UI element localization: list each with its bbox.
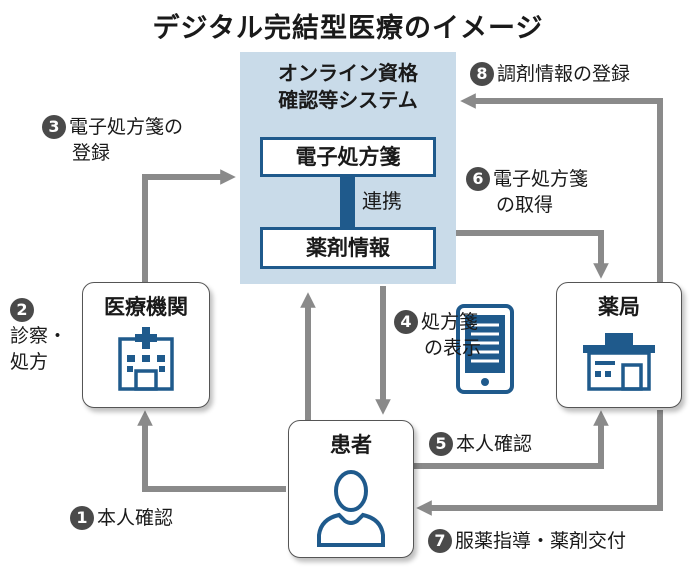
step8-text: 調剤情報の登録: [497, 63, 631, 85]
step8-badge: 8: [470, 62, 494, 86]
drug-info-box: 薬剤情報: [260, 227, 436, 269]
system-title: オンライン資格 確認等システム: [240, 60, 456, 114]
link-label: 連携: [362, 189, 402, 213]
clinic-label: 医療機関: [104, 295, 188, 319]
step7-badge: 7: [428, 529, 452, 553]
step6-badge: 6: [466, 167, 490, 191]
step4-badge: 4: [394, 310, 418, 334]
smartphone-icon: [456, 304, 514, 394]
step7-text: 服薬指導・薬剤交付: [455, 530, 627, 552]
link-connector: [340, 177, 355, 227]
pharmacy-label: 薬局: [598, 295, 640, 319]
arrow-step7: [416, 410, 663, 516]
patient-label: 患者: [330, 433, 372, 457]
arrow-step1: [137, 410, 286, 492]
step1-text: 本人確認: [97, 507, 174, 529]
step6-text-line2: の取得: [496, 194, 554, 216]
step6-text-line1: 電子処方箋: [493, 168, 589, 190]
step3-text-line2: 登録: [72, 142, 111, 164]
arrow-step6: [456, 230, 609, 279]
e-prescription-box: 電子処方箋: [260, 137, 436, 177]
step4-text-line1: 処方箋: [421, 311, 479, 333]
person-icon: [317, 470, 385, 547]
step3-text-line1: 電子処方箋の: [69, 116, 184, 138]
arrow-step5: [412, 410, 609, 469]
step1-badge: 1: [70, 506, 94, 530]
step2-text-line1: 診察・: [10, 325, 68, 347]
clinic-node: 医療機関: [82, 282, 210, 408]
system-title-line1: オンライン資格: [278, 61, 418, 85]
step5-badge: 5: [429, 432, 453, 456]
arrow-step3: [142, 169, 236, 282]
diagram-title: デジタル完結型医療のイメージ: [152, 13, 544, 44]
patient-node: 患者: [288, 420, 414, 558]
system-title-line2: 確認等システム: [278, 88, 418, 112]
step5-text: 本人確認: [456, 433, 533, 455]
hospital-icon: [118, 327, 174, 391]
step2-label: 2 診察・ 処方: [10, 297, 67, 375]
pharmacy-icon: [583, 333, 655, 391]
step2-text-line2: 処方: [10, 351, 49, 373]
step2-badge: 2: [10, 298, 34, 322]
step3-badge: 3: [42, 115, 66, 139]
arrow-step8: [460, 93, 663, 282]
pharmacy-node: 薬局: [556, 282, 682, 408]
step4-text-line2: の表示: [424, 337, 482, 359]
